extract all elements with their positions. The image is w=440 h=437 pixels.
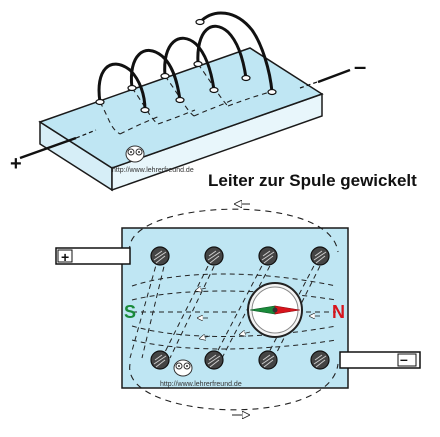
top-holes [95,18,277,114]
inner-field-lines [131,273,337,350]
winding-2 [129,49,182,102]
winding-5 [198,11,274,94]
winding-4 [196,24,248,80]
coil-windings [97,11,274,112]
terminal-plus [55,247,131,265]
bottom-holes [150,246,330,370]
watermark-bottom: http://www.lehrerfreund.de [160,381,242,388]
caption: Leiter zur Spule gewickelt [208,171,417,190]
bottom-minus-sign: – [400,351,408,367]
south-pole-label: S [124,302,136,322]
owl-logo-icon [125,145,145,163]
top-leads [19,68,351,160]
top-plus-sign: + [10,153,22,175]
north-pole-label: N [332,302,345,322]
board-top-face [38,47,324,169]
compass-icon [247,282,303,338]
bottom-plus-sign: + [61,249,69,265]
terminal-minus [339,351,421,369]
winding-1 [97,62,147,112]
outer-field-lines [129,208,339,411]
owl-logo-icon-bottom [173,359,193,377]
winding-3 [163,36,216,92]
top-minus-sign: – [354,54,366,79]
top-board [38,47,324,192]
lead-wire-plus [19,136,77,160]
watermark-top: http://www.lehrerfreund.de [112,167,194,174]
lead-wire-minus [317,68,351,84]
